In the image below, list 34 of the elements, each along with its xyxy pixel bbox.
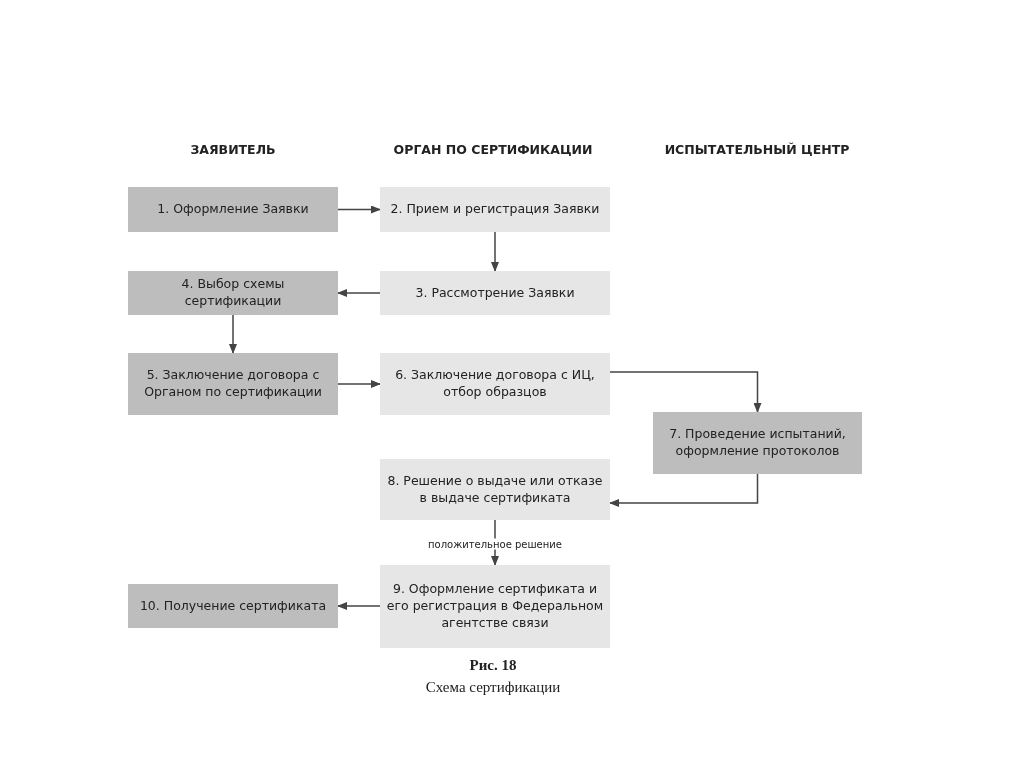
process-box	[380, 353, 610, 415]
process-box	[128, 187, 338, 232]
arrow	[337, 602, 381, 610]
process-box	[380, 271, 610, 315]
step-text: 1. Оформление Заявки	[157, 201, 309, 218]
column-header: ОРГАН ПО СЕРТИФИКАЦИИ	[393, 142, 593, 157]
arrow	[337, 380, 381, 388]
column-header: ИСПЫТАТЕЛЬНЫЙ ЦЕНТР	[664, 142, 850, 157]
process-box	[653, 412, 862, 474]
arrow	[609, 371, 762, 413]
step-text: 3. Рассмотрение Заявки	[415, 284, 575, 302]
step-text: 9. Оформление сертификата и его регистрация в Федеральном агентстве связи	[386, 581, 604, 632]
process-box	[128, 584, 338, 628]
arrow	[491, 231, 499, 272]
step-text: 5. Заключение договора с Органом по сертификации	[143, 367, 323, 401]
process-box	[128, 353, 338, 415]
arrow	[609, 473, 759, 507]
step-text: 8. Решение о выдаче или отказе в выдаче сертификата	[386, 472, 604, 507]
column-header: ЗАЯВИТЕЛЬ	[190, 142, 276, 157]
arrow	[337, 289, 381, 297]
figure-caption: Схема сертификации	[425, 679, 561, 696]
step-text: 10. Получение сертификата	[139, 597, 327, 615]
process-box	[380, 565, 610, 648]
process-box	[380, 459, 610, 520]
step-text: 2. Прием и регистрация Заявки	[390, 201, 600, 218]
arrow	[337, 205, 381, 214]
figure-number: Рис. 18	[469, 657, 517, 674]
process-box	[128, 271, 338, 315]
step-text: 6. Заключение договора с ИЦ, отбор образцов	[394, 367, 596, 401]
process-box	[380, 187, 610, 232]
arrow	[229, 314, 237, 354]
step-text: 4. Выбор схемы сертификации	[180, 276, 286, 310]
step-text: 7. Проведение испытаний, оформление протоколов	[668, 426, 847, 460]
edge-label: положительное решение	[425, 538, 565, 549]
